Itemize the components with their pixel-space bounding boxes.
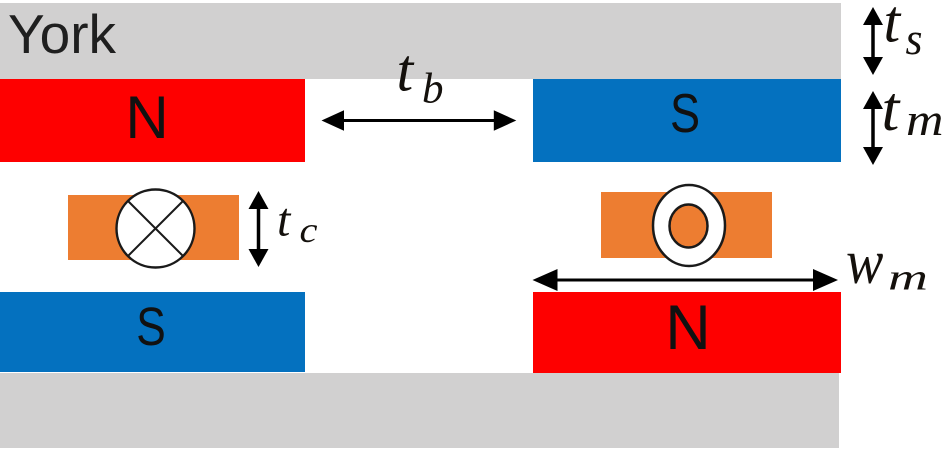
svg-text:w: w (846, 227, 883, 298)
svg-text:m: m (888, 258, 928, 299)
svg-text:t: t (884, 0, 902, 55)
svg-text:N: N (665, 293, 711, 363)
svg-text:S: S (136, 297, 166, 357)
svg-text:c: c (300, 210, 318, 250)
svg-text:N: N (125, 84, 168, 151)
svg-text:York: York (8, 3, 117, 65)
svg-text:b: b (422, 66, 444, 113)
svg-text:m: m (906, 95, 943, 145)
svg-text:t: t (882, 73, 902, 144)
svg-text:t: t (277, 194, 292, 247)
svg-text:s: s (906, 13, 923, 64)
svg-text:S: S (670, 82, 700, 144)
svg-text:t: t (397, 38, 415, 104)
